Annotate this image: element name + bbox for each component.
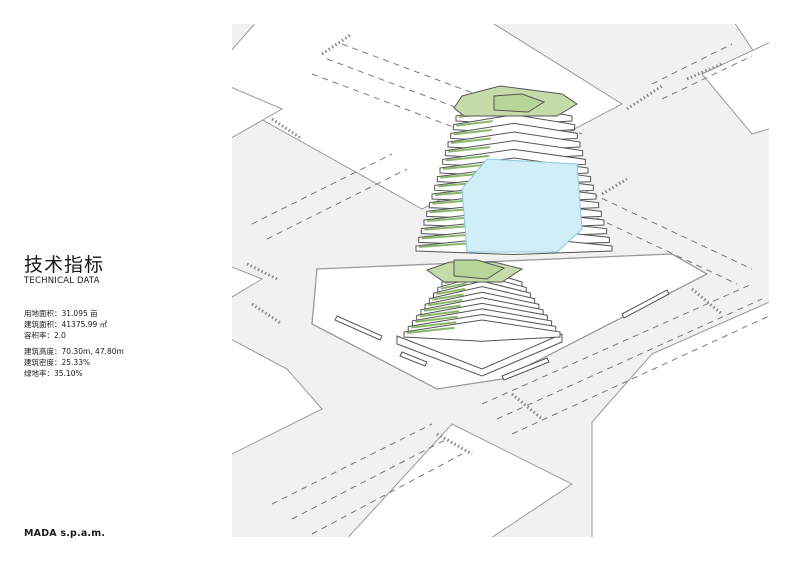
tower-upper-planter-edge xyxy=(442,163,489,170)
tower-upper-planter-edge xyxy=(450,137,492,144)
tower-lower-planter-edge xyxy=(436,287,466,296)
spec-height: 建筑高度：70.30m, 47.80m xyxy=(24,347,124,356)
tower-lower-floor-plate xyxy=(403,319,561,342)
block-bottom-mid xyxy=(347,423,573,537)
spec-site-area: 用地面积：31.095 亩 xyxy=(24,309,98,318)
firm-name: MADA s.p.a.m. xyxy=(24,528,106,539)
bench-1 xyxy=(334,315,383,341)
bench-4 xyxy=(621,289,670,319)
site-furniture xyxy=(334,289,670,381)
tower-lower-planter-edge xyxy=(423,304,461,312)
tower-lower-base-plinth xyxy=(396,333,563,377)
tower-upper-planter-edge xyxy=(453,128,492,136)
spec-floor-area: 建筑面积：41375.99 ㎡ xyxy=(24,320,108,329)
tower-upper-roof-core xyxy=(493,93,546,113)
block-top xyxy=(232,24,624,210)
bench-3 xyxy=(501,357,550,381)
spec-list: 用地面积：31.095 亩 建筑面积：41375.99 ㎡ 容积率：2.0 建筑… xyxy=(24,308,124,379)
block-bottom-right xyxy=(591,301,769,537)
technical-data-panel: 技术指标 TECHNICAL DATA 用地面积：31.095 亩 建筑面积：4… xyxy=(24,0,224,561)
tower-lower-planter-edge xyxy=(432,293,464,301)
tower-lower-planter-edge xyxy=(440,282,467,290)
tower-lower-planter-edge xyxy=(427,299,463,307)
tower-lower-tiers xyxy=(403,269,561,342)
tower-upper-planter-edge xyxy=(445,154,490,162)
title-english: TECHNICAL DATA xyxy=(24,276,100,286)
tower-upper-glass-atrium xyxy=(461,158,583,253)
block-bottom-left xyxy=(232,339,323,455)
title-chinese: 技术指标 xyxy=(24,254,105,276)
spec-green: 绿地率：35.10% xyxy=(24,369,83,378)
bench-2 xyxy=(399,351,428,367)
tower-lower-planter-edge xyxy=(411,321,457,329)
block-right xyxy=(701,42,769,135)
spec-far: 容积率：2.0 xyxy=(24,331,66,340)
tower-upper-planter-edge xyxy=(456,120,493,127)
tower-lower-planter-edge xyxy=(419,310,460,318)
tower-lower xyxy=(396,259,563,377)
block-mid-left xyxy=(232,266,264,298)
tower-lower-roof-core xyxy=(453,259,506,280)
spec-coverage: 建筑密度：25.33% xyxy=(24,358,91,367)
tower-lower-planter-edge xyxy=(406,326,455,334)
block-left xyxy=(232,87,284,139)
tower-lower-planter-edge xyxy=(415,315,458,323)
axonometric-drawing xyxy=(232,24,769,537)
tower-upper xyxy=(415,85,613,256)
tower-upper-planter-edge xyxy=(448,146,491,153)
crosswalks xyxy=(246,32,723,456)
